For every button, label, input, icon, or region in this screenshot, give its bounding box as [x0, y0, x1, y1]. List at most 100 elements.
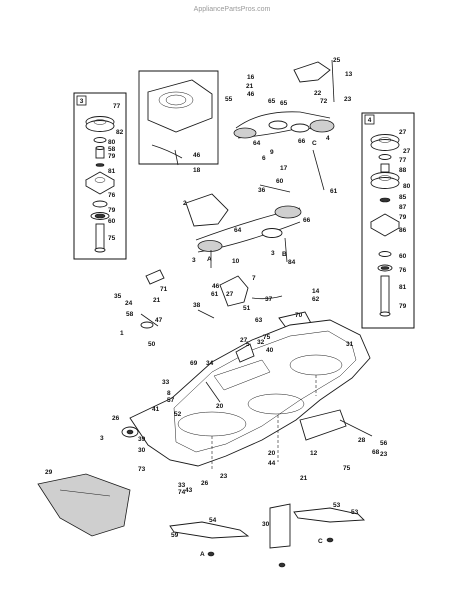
callout-label: 16: [247, 74, 255, 81]
mower-deck: [121, 319, 373, 470]
callout-label: 70: [295, 312, 303, 319]
callout-label: 30: [138, 447, 146, 454]
callout-label: 27: [226, 291, 234, 298]
callout-label: 50: [148, 341, 156, 348]
callout-label: 66: [303, 217, 311, 224]
callout-label: 32: [257, 339, 265, 346]
callout-label: 64: [234, 227, 242, 234]
callout-label: 82: [116, 129, 124, 136]
callout-label: 3: [271, 250, 275, 257]
callout-label: 88: [399, 167, 407, 174]
callout-label: 7: [252, 275, 256, 282]
callout-label: 66: [298, 138, 306, 145]
mid-belt-assembly: [185, 184, 302, 268]
callout-label: 65: [280, 100, 288, 107]
callout-label: 75: [343, 465, 351, 472]
callout-label: 46: [193, 152, 201, 159]
callout-label: 62: [312, 296, 320, 303]
callout-label: 33: [162, 379, 170, 386]
callout-label: 76: [399, 267, 407, 274]
callout-label: 21: [153, 297, 161, 304]
callout-label: 1: [120, 330, 124, 337]
callout-label: 58: [126, 311, 134, 318]
callout-label: 4: [326, 135, 330, 142]
callout-label: 87: [399, 204, 407, 211]
callout-label: 36: [258, 187, 266, 194]
callout-label: 21: [300, 475, 308, 482]
callout-label: 79: [108, 207, 116, 214]
callout-label: 24: [125, 300, 133, 307]
callout-label: 3: [192, 257, 196, 264]
callout-label: 23: [380, 451, 388, 458]
callout-label: 44: [268, 460, 276, 467]
callout-label: 23: [344, 96, 352, 103]
callout-label: 17: [280, 165, 288, 172]
left-inset-spindle-assembly: 3: [73, 92, 127, 260]
callout-label: 59: [171, 532, 179, 539]
callout-label: 47: [155, 317, 163, 324]
callout-label: 60: [276, 178, 284, 185]
callout-label: 81: [399, 284, 407, 291]
callout-label: 80: [108, 139, 116, 146]
drive-belt-assembly: [233, 59, 335, 191]
callout-label: 3: [100, 435, 104, 442]
callout-label: 85: [399, 194, 407, 201]
right-inset-spindle-assembly: 4: [361, 112, 415, 329]
callout-label: 8: [167, 390, 171, 397]
callout-label: 27: [403, 148, 411, 155]
right-inset-tag: 4: [368, 117, 372, 124]
callout-label: 55: [225, 96, 233, 103]
callout-label: 26: [201, 480, 209, 487]
callout-label: 43: [185, 487, 193, 494]
callout-label: 60: [399, 253, 407, 260]
callout-label: 86: [399, 227, 407, 234]
callout-label: 60: [108, 218, 116, 225]
callout-label: 20: [216, 403, 224, 410]
callout-label: A: [207, 256, 212, 263]
lift-linkage: [140, 269, 313, 334]
callout-label: 38: [193, 302, 201, 309]
callout-label: 80: [403, 183, 411, 190]
callout-label: 53: [333, 502, 341, 509]
callout-label: 76: [108, 192, 116, 199]
callout-label: 46: [212, 283, 220, 290]
callout-label: 6: [262, 155, 266, 162]
callout-label: 39: [138, 436, 146, 443]
idler-bracket-inset: [138, 70, 219, 166]
callout-label: 10: [232, 258, 240, 265]
callout-label: 9: [270, 149, 274, 156]
callout-label: 56: [380, 440, 388, 447]
callout-label: 79: [108, 153, 116, 160]
callout-label: 14: [312, 288, 320, 295]
callout-label: C: [312, 140, 317, 147]
callout-label: 65: [268, 98, 276, 105]
callout-label: 53: [351, 509, 359, 516]
callout-label: 68: [372, 449, 380, 456]
callout-label: 79: [399, 214, 407, 221]
callout-label: 84: [288, 259, 296, 266]
callout-label: 25: [333, 57, 341, 64]
callout-label: 74: [178, 489, 186, 496]
callout-label: 30: [262, 521, 270, 528]
callout-label: 69: [190, 360, 198, 367]
callout-label: 18: [193, 167, 201, 174]
callout-label: 5: [246, 341, 250, 348]
callout-label: 77: [113, 103, 121, 110]
mower-blades: [169, 503, 366, 568]
callout-label: 33: [178, 482, 186, 489]
callout-label: 51: [243, 305, 251, 312]
callout-label: 79: [399, 303, 407, 310]
callout-label: 27: [240, 337, 248, 344]
callout-label: 52: [174, 411, 182, 418]
callout-label: A: [200, 551, 205, 558]
callout-label: C: [318, 538, 323, 545]
discharge-chute: [37, 473, 131, 537]
callout-label: 54: [209, 517, 217, 524]
callout-label: 63: [255, 317, 263, 324]
callout-label: 75: [108, 235, 116, 242]
callout-label: 71: [160, 286, 168, 293]
callout-label: B: [282, 251, 287, 258]
callout-label: 72: [320, 98, 328, 105]
callout-label: 73: [138, 466, 146, 473]
